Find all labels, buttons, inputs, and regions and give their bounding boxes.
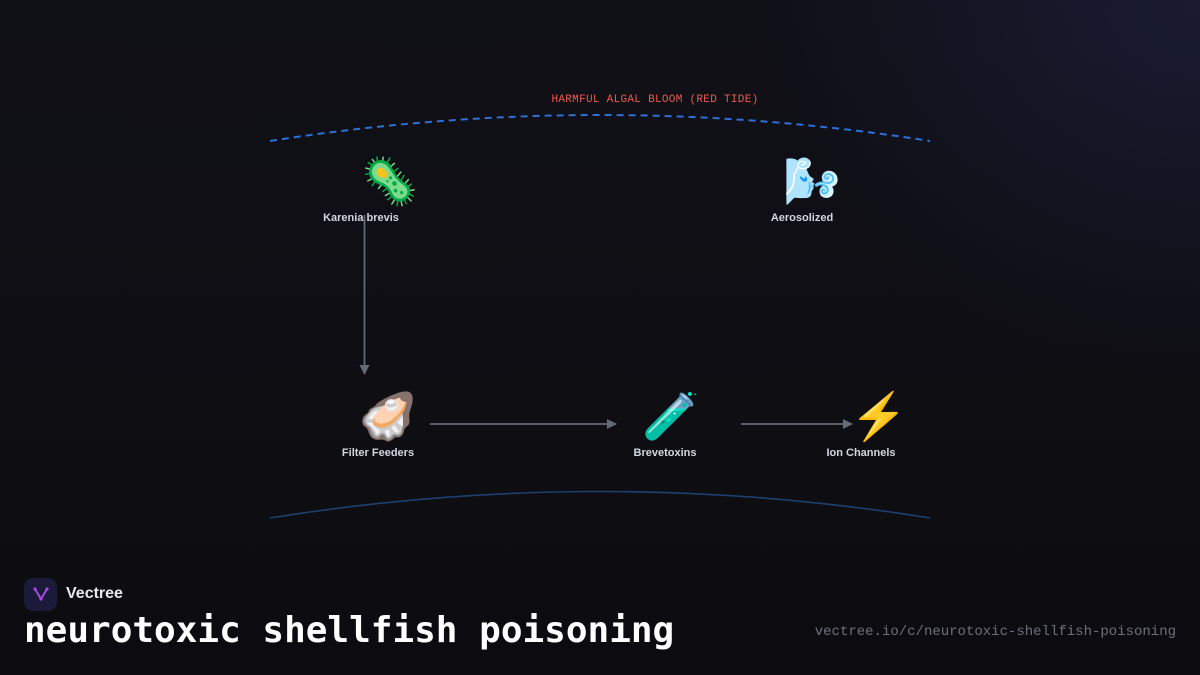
page-title: neurotoxic shellfish poisoning	[24, 610, 675, 651]
node-label-karenia-brevis: Karenia brevis	[323, 212, 399, 224]
bloom-boundary-top-arc	[269, 114, 931, 142]
node-label-aerosolized: Aerosolized	[770, 212, 834, 224]
wind-face-icon: 🌬️	[783, 156, 841, 207]
bloom-boundary-bottom-arc	[269, 490, 931, 519]
vectree-logo-icon	[24, 577, 57, 611]
bloom-group-label: HARMFUL ALGAL BLOOM (RED TIDE)	[551, 94, 759, 106]
node-label-brevetoxins: Brevetoxins	[633, 447, 697, 459]
node-label-ion-channels: Ion Channels	[826, 447, 896, 459]
test-tube-icon: 🧪	[642, 391, 700, 442]
node-filter-feeders: 🦪 Filter Feeders	[298, 389, 458, 459]
node-label-filter-feeders: Filter Feeders	[341, 447, 415, 459]
brand-name: Vectree	[66, 585, 123, 602]
node-karenia-brevis: 🦠 Karenia brevis	[296, 154, 456, 224]
node-aerosolized: 🌬️ Aerosolized	[722, 154, 882, 224]
microbe-icon: 🦠	[361, 156, 419, 207]
page-url[interactable]: vectree.io/c/neurotoxic-shellfish-poison…	[814, 624, 1176, 640]
lightning-icon: ⚡	[850, 391, 908, 442]
brand[interactable]: Vectree	[24, 577, 123, 611]
node-ion-channels: ⚡ Ion Channels	[781, 389, 941, 459]
oyster-icon: 🦪	[359, 391, 417, 442]
node-brevetoxins: 🧪 Brevetoxins	[585, 389, 745, 459]
